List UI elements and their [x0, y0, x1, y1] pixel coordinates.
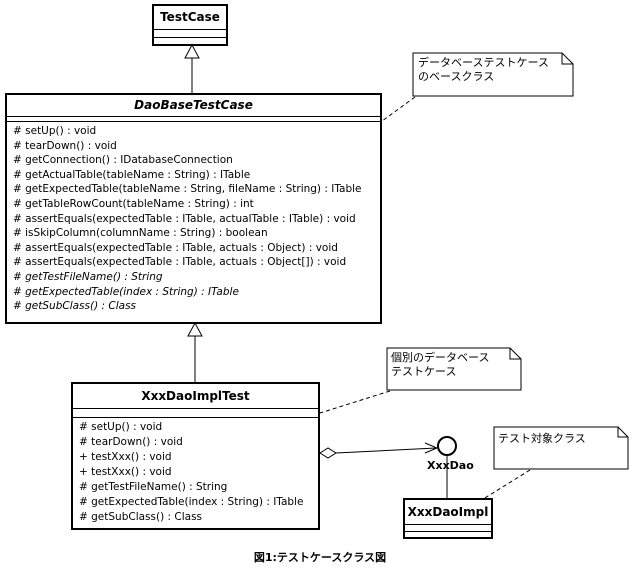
- note-individual: 個別のデータベース テストケース: [391, 351, 489, 379]
- class-xxxdaoimpl-name: XxxDaoImpl: [405, 500, 491, 525]
- generalization-arrowhead-impltest: [187, 321, 203, 337]
- note-individual-line1: 個別のデータベース: [391, 351, 490, 364]
- class-testcase[interactable]: TestCase: [152, 4, 228, 46]
- class-xxxdaoimpl-attributes: [405, 525, 491, 532]
- note-base-anchor: [377, 96, 416, 125]
- aggregation-arrowhead: [424, 442, 439, 454]
- note-target-line1: テスト対象クラス: [498, 432, 586, 445]
- class-daobasetestcase-name: DaoBaseTestCase: [7, 95, 380, 117]
- impltest-operation: # getExpectedTable(index : String) : ITa…: [79, 496, 304, 508]
- daobase-operation: # getSubClass() : Class: [13, 300, 137, 313]
- class-xxxdaoimpltest[interactable]: XxxDaoImplTest # setUp() : void # tearDow…: [71, 382, 320, 530]
- note-target-outline: [493, 426, 629, 470]
- daobase-operation: # getConnection() : IDatabaseConnection: [13, 154, 233, 167]
- daobase-operation: # assertEquals(expectedTable : ITable, a…: [13, 256, 347, 269]
- impltest-operation: + testXxx() : void: [79, 451, 172, 463]
- class-daobasetestcase-operations: # setUp() : void # tearDown() : void # get…: [7, 122, 380, 314]
- interface-xxxdao-label: XxxDao: [427, 459, 474, 472]
- class-xxxdaoimpltest-attributes: [73, 409, 318, 418]
- class-daobasetestcase[interactable]: DaoBaseTestCase # setUp() : void # tearDo…: [5, 93, 382, 324]
- daobase-operation: # assertEquals(expectedTable : ITable, a…: [13, 212, 356, 225]
- class-testcase-attributes: [154, 30, 226, 38]
- impltest-operation: + testXxx() : void: [79, 466, 172, 478]
- daobase-operation: # getExpectedTable(tableName : String, f…: [13, 183, 362, 196]
- note-individual-line2: テストケース: [391, 365, 457, 378]
- figure-caption: 図1:テストケースクラス図: [253, 551, 387, 564]
- note-target: テスト対象クラス: [498, 432, 586, 446]
- daobase-operation: # setUp() : void: [13, 125, 97, 137]
- class-testcase-name: TestCase: [154, 6, 226, 30]
- note-individual-anchor: [319, 390, 391, 414]
- daobase-operation: # getActualTable(tableName : String) : I…: [13, 168, 251, 181]
- note-base-line2: のベースクラス: [418, 70, 495, 83]
- daobase-operation: # isSkipColumn(columnName : String) : bo…: [13, 227, 268, 240]
- class-xxxdaoimpltest-operations: # setUp() : void # tearDown() : void + tes…: [73, 418, 318, 525]
- note-base-outline: [412, 52, 574, 97]
- class-xxxdaoimpl[interactable]: XxxDaoImpl: [403, 498, 493, 539]
- note-base: データベーステストケース のベースクラス: [418, 56, 549, 84]
- note-base-line1: データベーステストケース: [418, 56, 549, 69]
- impltest-operation: # tearDown() : void: [79, 436, 183, 448]
- daobase-operation: # getTestFileName() : String: [13, 270, 163, 283]
- daobase-operation: # tearDown() : void: [13, 139, 117, 152]
- impltest-operation: # setUp() : void: [79, 421, 163, 433]
- generalization-arrowhead-base: [184, 43, 200, 59]
- impltest-operation: # getSubClass() : Class: [79, 511, 203, 523]
- class-xxxdaoimpltest-name: XxxDaoImplTest: [73, 384, 318, 409]
- aggregation-line: [335, 447, 437, 454]
- daobase-operation: # getTableRowCount(tableName : String) :…: [13, 197, 254, 210]
- daobase-operation: # getExpectedTable(index : String) : ITa…: [13, 285, 239, 298]
- interface-circle: [437, 436, 457, 456]
- note-individual-outline: [386, 347, 522, 391]
- class-daobasetestcase-attributes: [7, 117, 380, 122]
- aggregation-diamond: [319, 447, 337, 459]
- impltest-operation: # getTestFileName() : String: [79, 481, 228, 493]
- daobase-operation: # assertEquals(expectedTable : ITable, a…: [13, 241, 338, 254]
